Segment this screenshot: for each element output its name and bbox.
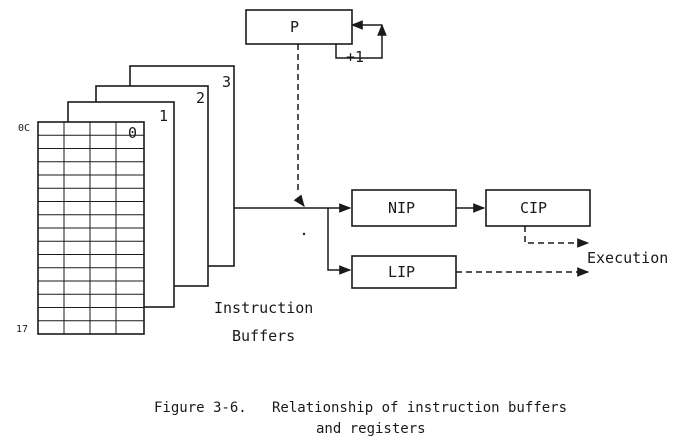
nip-register-label: NIP — [388, 199, 415, 217]
bottom-address-label: 17 — [16, 324, 28, 335]
buffer-1-number: 1 — [159, 107, 168, 125]
cip-register-box — [485, 189, 591, 227]
increment-loop-line — [335, 23, 387, 59]
cip-register-label: CIP — [520, 199, 547, 217]
execution-label: Execution — [587, 249, 668, 267]
buffer-0: 0 — [37, 121, 145, 335]
p-register-box — [245, 9, 353, 45]
buffers-label-line1: Instruction — [214, 299, 313, 317]
increment-label: +1 — [346, 48, 364, 66]
caption-line1: Figure 3-6. Relationship of instruction … — [154, 400, 567, 416]
top-address-label: 0C — [18, 123, 30, 134]
cip-to-execution-line — [524, 226, 590, 248]
p-to-nip-arrowhead — [293, 194, 305, 207]
buffers-label-line2: Buffers — [232, 327, 295, 345]
to-lip-line — [327, 208, 352, 275]
lip-register-label: LIP — [388, 263, 415, 281]
lip-register-box — [351, 255, 457, 289]
buffer-0-number: 0 — [128, 124, 137, 142]
buffer-2-number: 2 — [196, 89, 205, 107]
buffer-3-number: 3 — [222, 73, 231, 91]
nip-register-box — [351, 189, 457, 227]
caption-line2: and registers — [316, 421, 426, 437]
dot-mark — [302, 232, 306, 236]
p-register-label: P — [290, 18, 299, 36]
buffer-0-grid — [38, 122, 144, 334]
